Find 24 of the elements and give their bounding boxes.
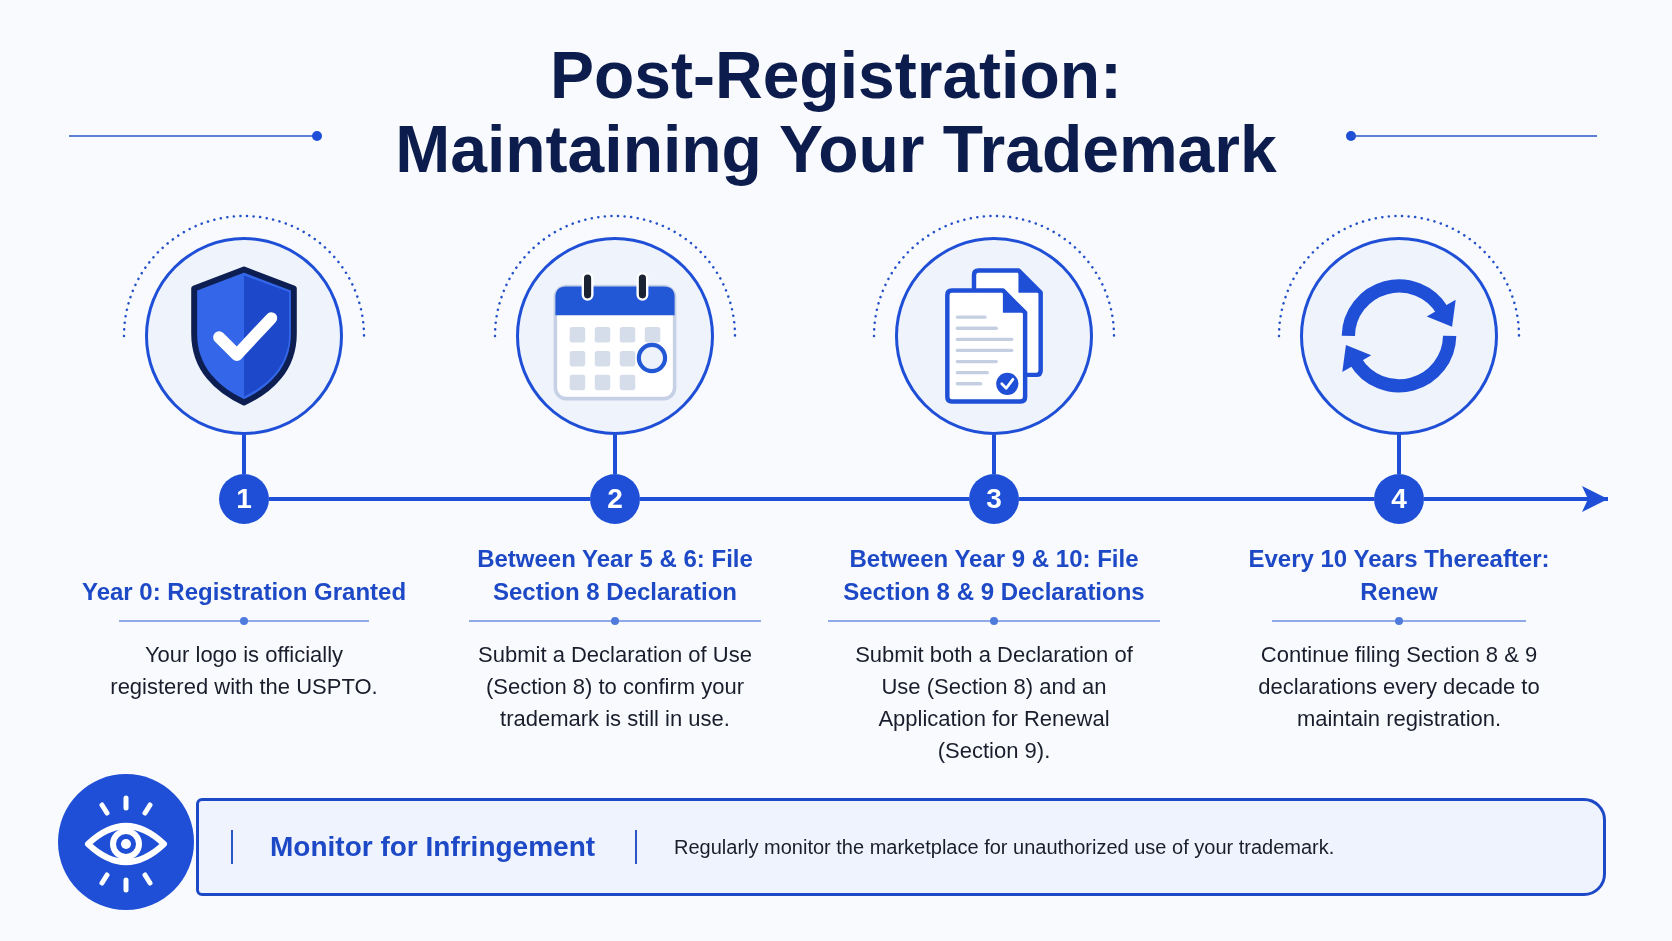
step-number: 3 xyxy=(969,474,1019,524)
info-banner xyxy=(196,798,1606,896)
step-heading: Every 10 Years Thereafter: Renew xyxy=(1247,544,1551,607)
step-description: Submit both a Declaration of Use (Section 8) and an Application for Renewal (Section 9). xyxy=(854,641,1134,765)
step-heading: Between Year 9 & 10: File Section 8 & 9 Declarations xyxy=(842,544,1146,607)
connector-line xyxy=(269,497,590,501)
connector-line xyxy=(1019,497,1374,501)
connector-line xyxy=(242,435,246,474)
step-number: 2 xyxy=(590,474,640,524)
step-description: Your logo is officially registered with the USPTO. xyxy=(109,641,379,701)
step-description: Submit a Declaration of Use (Section 8) to confirm your trademark is still in use. xyxy=(477,641,753,733)
step-number: 4 xyxy=(1374,474,1424,524)
title: Post-Registration: Maintaining Your Trademark xyxy=(394,38,1278,186)
arrow xyxy=(1424,486,1608,512)
step-heading: Between Year 5 & 6: File Section 8 Declaration xyxy=(476,544,754,607)
connector-line xyxy=(640,497,969,501)
connector-line xyxy=(613,435,617,474)
step-heading: Year 0: Registration Granted xyxy=(80,577,408,607)
connector-line xyxy=(992,435,996,474)
connector-line xyxy=(1397,435,1401,474)
step-description: Continue filing Section 8 & 9 declarations every decade to maintain registration. xyxy=(1257,641,1541,733)
banner-heading: Monitor for Infringement xyxy=(270,830,596,864)
banner-description: Regularly monitor the marketplace for unauthorized use of your trademark. xyxy=(674,835,1335,860)
step-number: 1 xyxy=(219,474,269,524)
